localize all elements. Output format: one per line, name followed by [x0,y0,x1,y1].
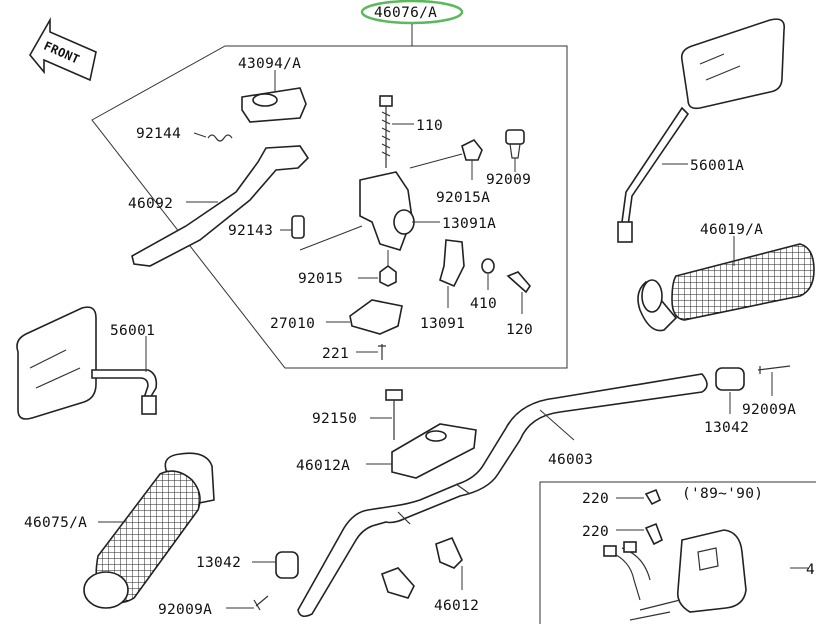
part-master-cylinder-body[interactable] [299,153,463,251]
callout-46012[interactable]: 46012 [434,598,479,614]
callout-46019A[interactable]: 46019/A [700,222,763,238]
callout-92150[interactable]: 92150 [312,411,357,427]
part-switch-housing[interactable] [603,529,747,621]
part-brake-lever[interactable] [131,145,310,267]
part-screw-221[interactable] [356,344,386,360]
callout-46076A[interactable]: 46076/A [374,5,437,21]
callout-92015A[interactable]: 92015A [436,190,490,206]
part-spring[interactable] [193,132,233,142]
callout-46003[interactable]: 46003 [548,452,593,468]
callout-92009[interactable]: 92009 [486,172,531,188]
part-weight-left[interactable] [252,551,299,579]
part-grip-right[interactable] [637,236,815,332]
part-handlebar[interactable] [297,373,708,618]
part-weight-right[interactable] [715,367,745,414]
part-nut-92015A[interactable] [461,138,483,180]
part-mirror-left[interactable] [16,306,158,420]
callout-92015[interactable]: 92015 [298,271,343,287]
part-holder-upper[interactable] [366,423,477,479]
highlight-ring [360,0,464,25]
part-reservoir[interactable] [241,70,307,123]
part-mirror-right[interactable] [617,18,786,243]
part-screw-220-a[interactable] [616,488,662,506]
part-screw-92009A-right[interactable] [757,365,791,396]
callout-221[interactable]: 221 [322,346,349,362]
callout-46012A[interactable]: 46012A [296,458,350,474]
part-screw-92009A-left[interactable] [226,595,269,611]
callout-56001A[interactable]: 56001A [690,158,744,174]
part-bolt-92150[interactable] [370,389,403,440]
callout-edge-4[interactable]: 4 [806,562,815,578]
callout-92144[interactable]: 92144 [136,126,181,142]
part-screw-92009[interactable] [505,129,525,172]
callout-13042-right[interactable]: 13042 [704,420,749,436]
part-screw-220-b[interactable] [616,522,664,546]
callout-46075A[interactable]: 46075/A [24,515,87,531]
callout-220-a[interactable]: 220 [582,491,609,507]
callout-120[interactable]: 120 [506,322,533,338]
part-brake-switch[interactable] [326,299,403,335]
callout-13091A[interactable]: 13091A [442,216,496,232]
part-nut-92015[interactable] [358,250,397,287]
assembly-frame [91,45,568,369]
switch-frame [539,481,816,624]
callout-43094A[interactable]: 43094/A [238,56,301,72]
callout-13091[interactable]: 13091 [420,316,465,332]
callout-46092[interactable]: 46092 [128,196,173,212]
callout-13042-left[interactable]: 13042 [196,555,241,571]
part-grip-left[interactable] [83,452,215,609]
callout-27010[interactable]: 27010 [270,316,315,332]
year-note: ('89~'90) [682,486,763,502]
part-washer-410[interactable] [481,258,495,290]
callout-56001[interactable]: 56001 [110,323,155,339]
part-clamp-13091[interactable] [439,239,465,308]
part-bolt-110[interactable] [379,95,414,168]
callout-92009A-right[interactable]: 92009A [742,402,796,418]
callout-410[interactable]: 410 [470,296,497,312]
part-screw-120[interactable] [506,271,532,314]
front-arrow: FRONT [29,16,97,82]
part-holder-lower[interactable] [380,536,463,599]
callout-92009A-left[interactable]: 92009A [158,602,212,618]
callout-110[interactable]: 110 [416,118,443,134]
callout-92143[interactable]: 92143 [228,223,273,239]
callout-220-b[interactable]: 220 [582,524,609,540]
part-collar[interactable] [280,215,305,239]
